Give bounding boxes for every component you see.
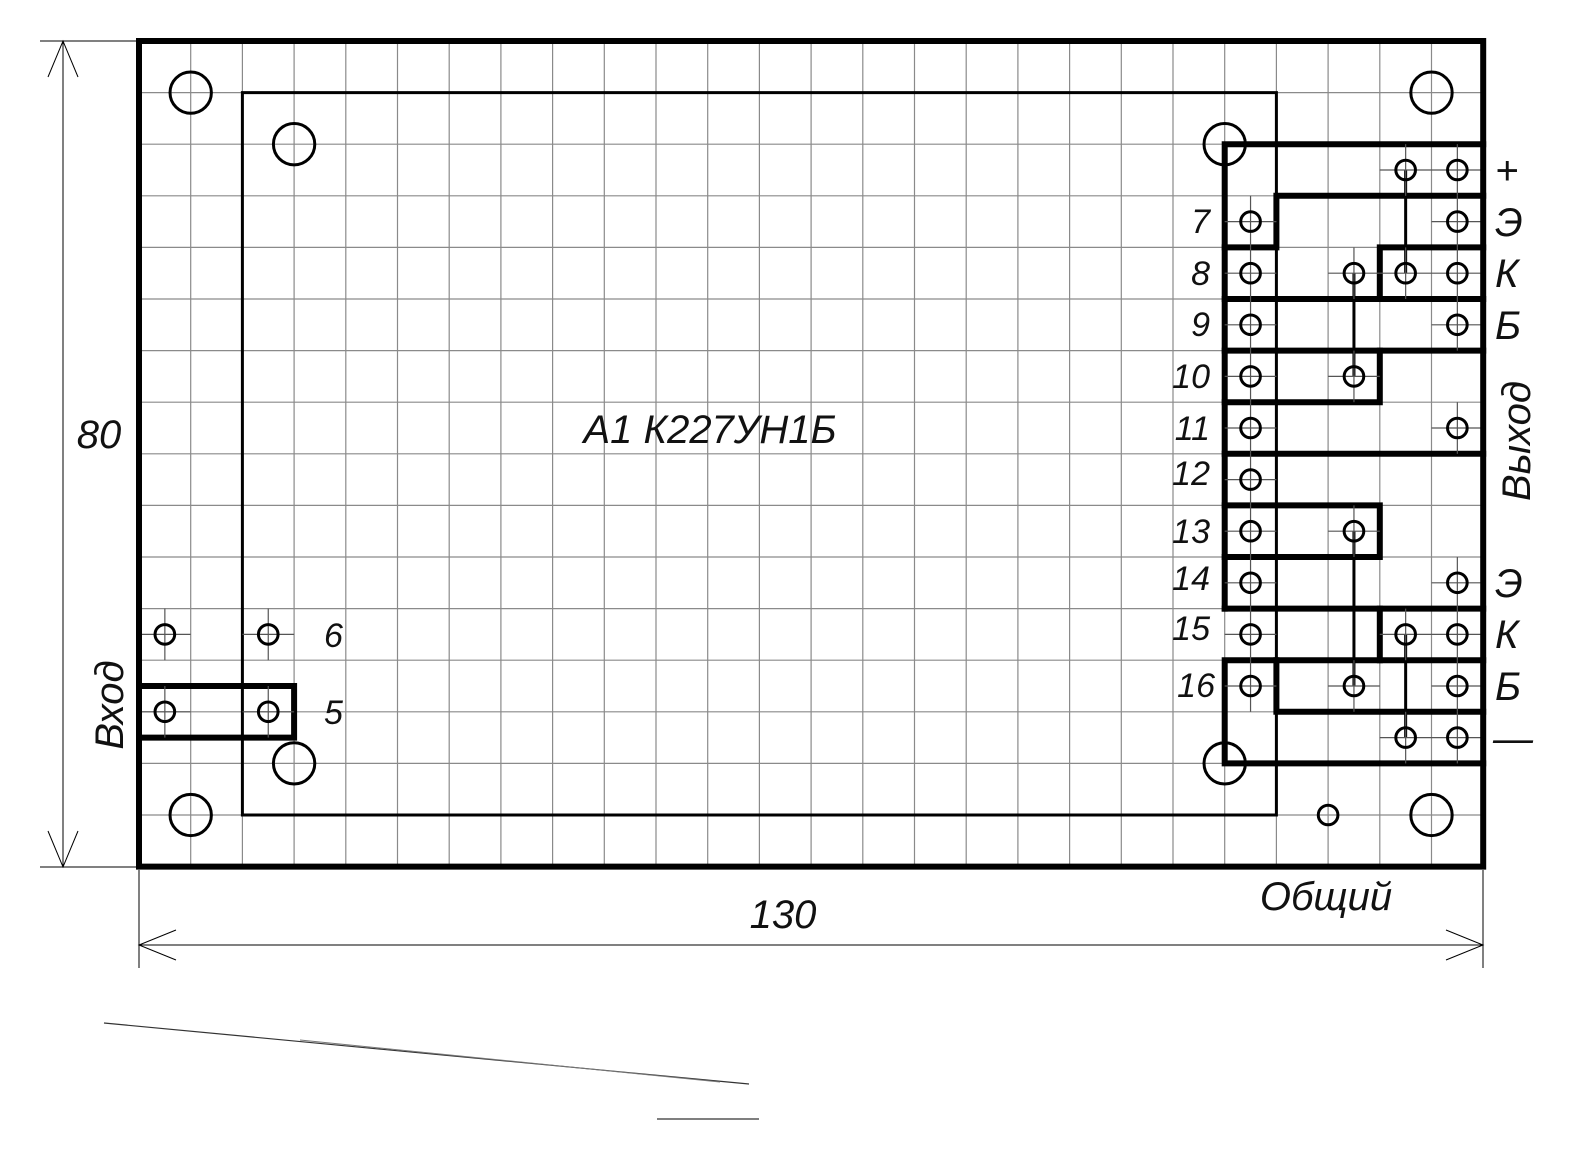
pad (1241, 676, 1261, 696)
pad (1241, 263, 1261, 283)
terminal-label: Э (1495, 562, 1523, 606)
pad (1241, 212, 1261, 232)
input-label: Вход (88, 660, 132, 749)
pin-label: 5 (324, 694, 343, 732)
pad (1448, 160, 1468, 180)
terminal-label: Б (1495, 665, 1521, 709)
pad (1241, 625, 1261, 645)
pad (1396, 263, 1416, 283)
pad (1241, 521, 1261, 541)
pad (1396, 728, 1416, 748)
pad (258, 702, 278, 722)
pin-label: 14 (1172, 560, 1210, 598)
mounting-holes (170, 72, 1452, 836)
pad (1448, 573, 1468, 593)
pin-label: 10 (1172, 358, 1210, 396)
pin-label: 15 (1172, 610, 1210, 648)
pad (1448, 418, 1468, 438)
terminal-label: + (1495, 149, 1518, 193)
pad (1396, 160, 1416, 180)
common-hole (1318, 805, 1338, 825)
width-label: 130 (750, 893, 817, 937)
pin-label: 16 (1177, 667, 1215, 705)
pad (1448, 728, 1468, 748)
pad (258, 625, 278, 645)
pin-label: 8 (1191, 255, 1210, 293)
pad (155, 702, 175, 722)
pad (1448, 676, 1468, 696)
terminal-label: Э (1495, 201, 1523, 245)
mounting-hole (170, 794, 211, 835)
pin-label: 13 (1172, 513, 1210, 551)
common-label: Общий (1260, 875, 1392, 919)
pad (1448, 625, 1468, 645)
pads (139, 144, 1483, 763)
output-pin-labels: 7 8 9 10 11 12 13 14 15 16 (1172, 203, 1215, 705)
module-title: А1 К227УН1Б (581, 408, 836, 452)
pad (155, 625, 175, 645)
pad (1241, 573, 1261, 593)
pin-label: 6 (324, 617, 343, 655)
mounting-hole (1411, 72, 1452, 113)
mounting-hole (273, 743, 314, 784)
mounting-hole (1411, 794, 1452, 835)
pad (1344, 676, 1364, 696)
output-label: Выход (1495, 381, 1539, 501)
pad (1396, 625, 1416, 645)
pad (1344, 521, 1364, 541)
pad (1241, 367, 1261, 387)
pin-label: 7 (1191, 203, 1211, 241)
mounting-hole (1204, 743, 1245, 784)
pad (1448, 263, 1468, 283)
terminal-label: К (1495, 252, 1521, 296)
pad (1344, 367, 1364, 387)
pin-label: 12 (1172, 455, 1210, 493)
output-terminal-labels: + Э К Б Э К Б — (1492, 149, 1534, 761)
pad (1448, 212, 1468, 232)
pin-label: 9 (1191, 306, 1210, 344)
board-outline (139, 41, 1483, 867)
pad (1241, 315, 1261, 335)
mounting-hole (170, 72, 211, 113)
height-label: 80 (77, 413, 122, 457)
pin-label: 11 (1175, 410, 1210, 448)
pad (1241, 418, 1261, 438)
terminal-label: Б (1495, 304, 1521, 348)
terminal-label: — (1492, 717, 1534, 761)
pad (1241, 470, 1261, 490)
dimension-width: 130 (137, 870, 1485, 968)
stray-lines (103, 1022, 759, 1120)
pad (1448, 315, 1468, 335)
pad (1344, 263, 1364, 283)
dimension-height: 80 (40, 39, 137, 869)
mounting-hole (273, 124, 314, 165)
mounting-hole (1204, 124, 1245, 165)
terminal-label: К (1495, 613, 1521, 657)
